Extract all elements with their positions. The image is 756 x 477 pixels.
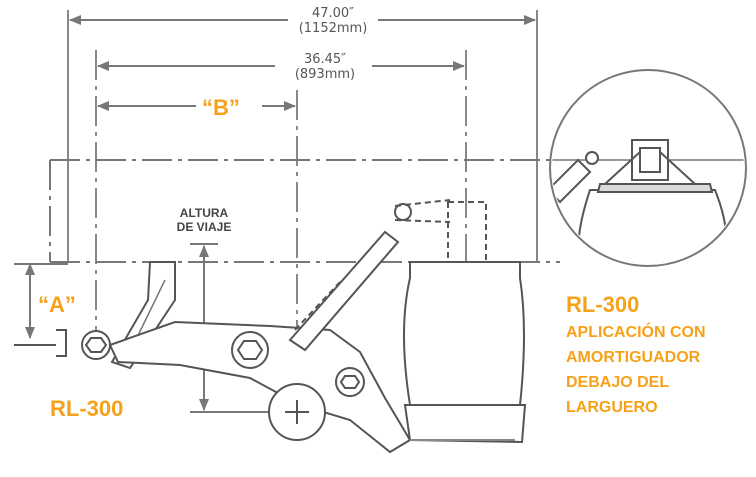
application-line-4: LARGUERO — [566, 399, 658, 416]
mid-dimension: 36.45″ (893mm) — [280, 52, 370, 82]
application-line-2: AMORTIGUADOR — [566, 349, 701, 366]
mid-dimension-mm: (893mm) — [294, 67, 356, 82]
axle — [268, 383, 326, 441]
model-label-left: RL-300 — [50, 396, 124, 421]
application-line-1: APLICACIÓN CON — [566, 324, 706, 341]
shock-absorber — [288, 199, 451, 352]
mid-dimension-in: 36.45″ — [303, 52, 347, 67]
ride-height-label: ALTURA DE VIAJE — [160, 206, 248, 234]
pivot-bolt — [14, 329, 111, 360]
overall-dimension-in: 47.00″ — [311, 6, 355, 21]
frame-rail — [49, 159, 560, 263]
model-label-right: RL-300 — [566, 292, 640, 317]
ride-height-line1: ALTURA — [179, 206, 229, 220]
application-label: APLICACIÓN CON AMORTIGUADOR DEBAJO DEL L… — [566, 320, 706, 420]
label-a: “A” — [38, 292, 76, 318]
ride-height-line2: DE VIAJE — [176, 220, 232, 234]
overall-dimension-mm: (1152mm) — [298, 21, 368, 36]
detail-inset — [549, 69, 747, 267]
application-line-3: DEBAJO DEL — [566, 374, 670, 391]
trailing-arm — [108, 320, 412, 454]
overall-dimension: 47.00″ (1152mm) — [288, 6, 378, 36]
label-b: “B” — [200, 95, 242, 121]
air-spring — [403, 201, 527, 444]
